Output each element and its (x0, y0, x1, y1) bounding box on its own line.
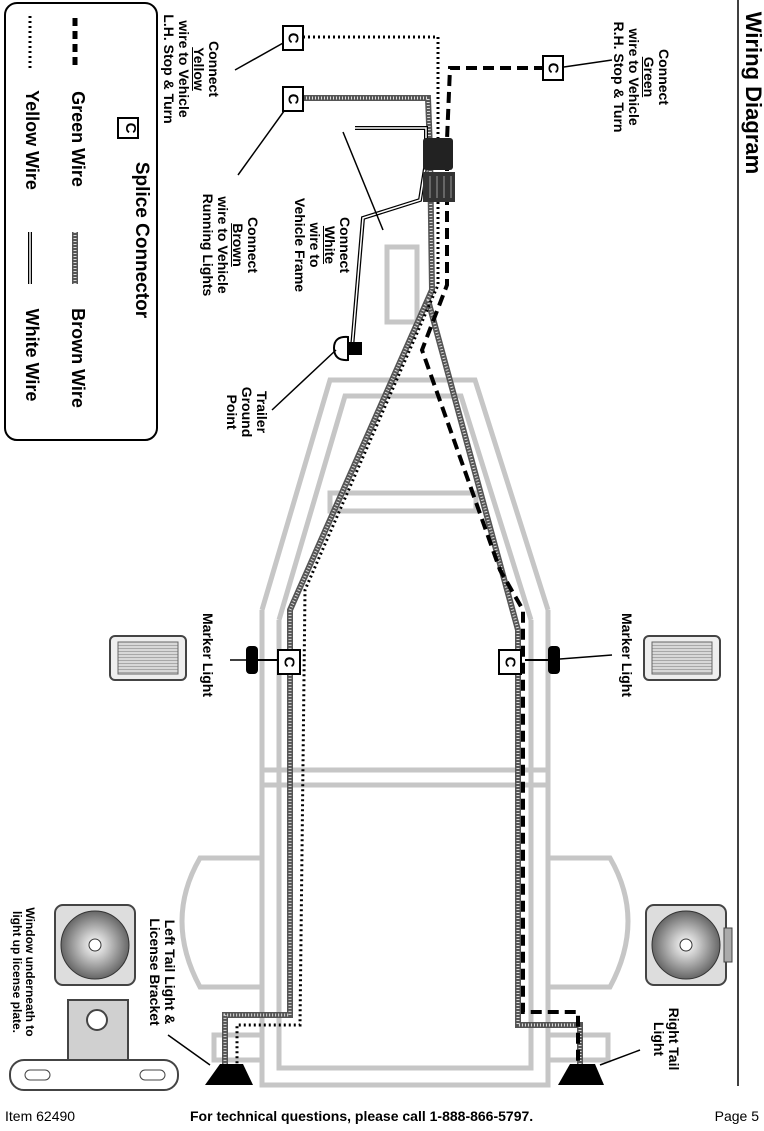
callout-left-tail: Left Tail Light & License Bracket (146, 918, 178, 1026)
footer-item-number: Item 62490 (5, 1108, 76, 1124)
leader-right-tail (599, 1049, 641, 1066)
legend-white-label: White Wire (22, 308, 42, 402)
leader-ground (271, 349, 337, 411)
splice-connector: C (282, 25, 304, 51)
svg-text:C: C (545, 63, 562, 74)
callout-marker-left: Marker Light (200, 612, 216, 697)
leader-marker-right (559, 654, 613, 660)
callout-green: Connect Green wire to Vehicle R.H. Stop … (610, 21, 672, 133)
svg-text:C: C (285, 33, 302, 44)
tail-lamp-left (205, 1064, 253, 1085)
splice-connector: C (282, 86, 304, 112)
trailer-frame (179, 244, 631, 1088)
leader-white (342, 131, 384, 231)
green-wire (419, 66, 580, 1065)
license-bracket-icon (9, 999, 179, 1091)
callout-brown: Connect Brown wire to Vehicle Running Li… (199, 193, 261, 297)
callout-white: Connect White wire to Vehicle Frame (291, 197, 353, 293)
legend-box (4, 2, 158, 441)
svg-text:C: C (281, 657, 298, 668)
legend-splice-label: Splice Connector (131, 161, 152, 319)
callout-right-tail: Right Tail Light (650, 1007, 682, 1071)
marker-light-left (109, 635, 278, 681)
leader-brown (237, 99, 293, 176)
tail-light-left-icon (54, 904, 136, 986)
legend-yellow-label: Yellow Wire (22, 90, 42, 190)
splice-connector: C (498, 649, 522, 675)
trailer-connector-plug (423, 138, 455, 202)
callout-yellow: Connect Yellow wire to Vehicle L.H. Stop… (160, 14, 222, 124)
legend-green-label: Green Wire (68, 91, 88, 187)
callout-ground: Trailer Ground Point (223, 386, 270, 438)
footer-support: For technical questions, please call 1-8… (190, 1108, 534, 1124)
svg-text:C: C (502, 657, 519, 668)
page-title: Wiring Diagram (741, 11, 764, 175)
tail-light-right-icon (645, 904, 733, 986)
legend-brown-label: Brown Wire (68, 308, 88, 408)
callout-window: Window underneath to light up license pl… (10, 907, 37, 1037)
splice-connector: C (542, 55, 564, 81)
marker-light-right (525, 635, 721, 681)
tail-lamp-right (558, 1064, 604, 1085)
callout-marker-right: Marker Light (619, 612, 635, 697)
leader-green (556, 59, 613, 69)
splice-connector: C (277, 649, 301, 675)
footer: Item 62490 For technical questions, plea… (0, 1108, 764, 1128)
ground-bolt-icon (332, 335, 362, 362)
svg-text:C: C (285, 94, 302, 105)
legend-splice-symbol: C (122, 122, 139, 134)
footer-page-number: Page 5 (714, 1108, 759, 1124)
leader-left-tail (167, 1034, 211, 1066)
